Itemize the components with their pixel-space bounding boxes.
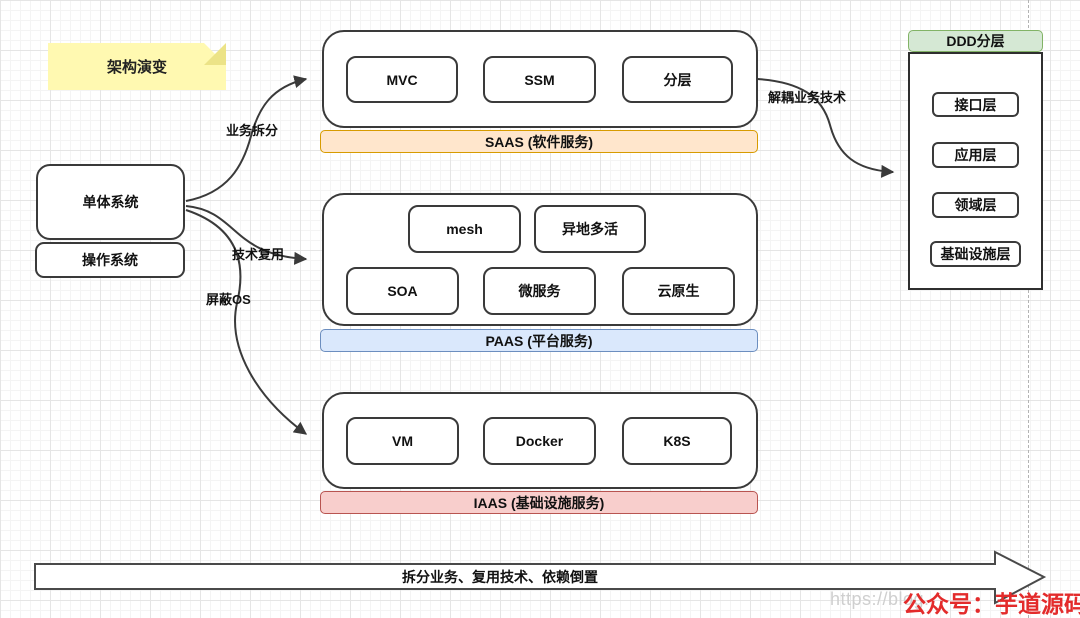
credit-text: 公众号：芋道源码 [903, 592, 1080, 617]
ddd-layer-application: 应用层 [932, 142, 1019, 168]
paas-item-multi-active: 异地多活 [534, 205, 646, 253]
page-break-line [1028, 0, 1029, 618]
saas-item-layered: 分层 [622, 56, 733, 103]
ddd-layer-infrastructure: 基础设施层 [930, 241, 1021, 267]
saas-item-mvc: MVC [346, 56, 458, 103]
note-fold-corner-icon [204, 43, 226, 65]
bottom-arrow-label: 拆分业务、复用技术、依赖倒置 [402, 568, 598, 585]
edge-label-shield-os: 屏蔽OS [206, 292, 251, 307]
ddd-layer-interface: 接口层 [932, 92, 1019, 117]
edge-label-business-split: 业务拆分 [226, 123, 279, 138]
iaas-item-docker: Docker [483, 417, 596, 465]
paas-item-microservice: 微服务 [483, 267, 596, 315]
saas-item-ssm: SSM [483, 56, 596, 103]
paas-item-cloud-native: 云原生 [622, 267, 735, 315]
edge-label-tech-reuse: 技术复用 [232, 247, 285, 262]
monolith-system-box: 单体系统 [36, 164, 185, 240]
paas-banner: PAAS (平台服务) [320, 329, 758, 352]
paas-item-soa: SOA [346, 267, 459, 315]
paas-item-mesh: mesh [408, 205, 521, 253]
edge-monolith-to-saas [185, 75, 308, 202]
iaas-item-k8s: K8S [622, 417, 732, 465]
url-watermark: https://blog. [830, 589, 930, 609]
saas-banner: SAAS (软件服务) [320, 130, 758, 153]
ddd-layer-domain: 领域层 [932, 192, 1019, 218]
title-note: 架构演变 [48, 43, 226, 90]
edge-label-decouple: 解耦业务技术 [768, 90, 847, 105]
ddd-header: DDD分层 [908, 30, 1043, 52]
iaas-banner: IAAS (基础设施服务) [320, 491, 758, 514]
operating-system-box: 操作系统 [35, 242, 185, 278]
iaas-item-vm: VM [346, 417, 459, 465]
